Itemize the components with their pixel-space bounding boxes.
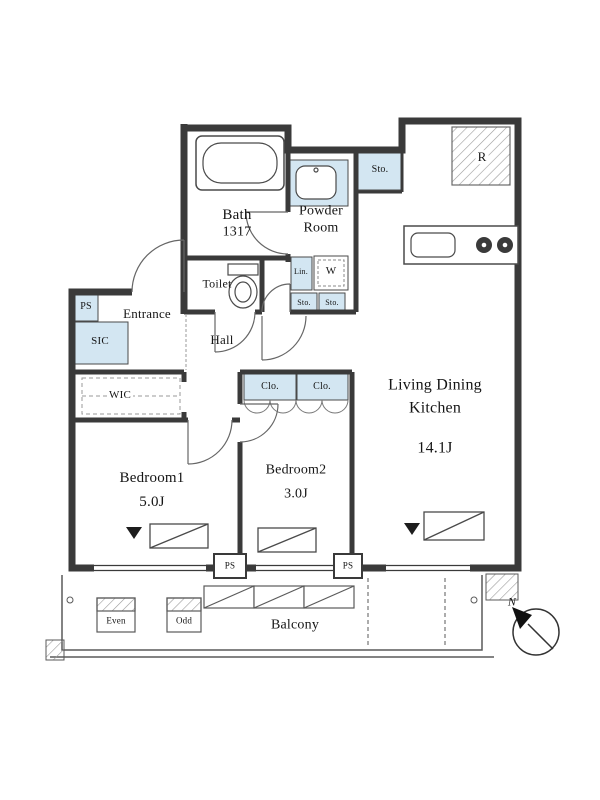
- entrance-label: Entrance: [123, 306, 171, 322]
- bedroom1-door-arc: [187, 419, 233, 465]
- balcony-sash-boxes: [203, 585, 355, 609]
- sic-label: SIC: [91, 335, 109, 348]
- walls: [68, 117, 522, 572]
- powder-room-label-line2: Room: [303, 220, 339, 236]
- hall-label: Hall: [210, 332, 234, 348]
- ps-bottom1-label: PS: [224, 560, 236, 571]
- linen-label: Lin.: [294, 266, 308, 276]
- bedroom2-size-label: 3.0J: [284, 486, 308, 502]
- ldk-door-arc: [261, 315, 307, 361]
- odd-label: Odd: [175, 615, 193, 626]
- ldk-label-line1: Living Dining: [388, 376, 482, 394]
- pipe-shafts: [213, 553, 363, 579]
- bedroom1-marker-triangle: [126, 527, 142, 539]
- bedroom2-label: Bedroom2: [265, 462, 327, 478]
- bath-door-arc: [245, 211, 289, 255]
- marker-triangles: [126, 523, 420, 539]
- window-boxes: [149, 511, 485, 553]
- washer-box: [313, 255, 349, 291]
- lin-shade: [290, 256, 313, 291]
- bedroom1-window-box: [149, 523, 209, 549]
- kitchen-counter: [403, 225, 519, 265]
- partition-odd: [166, 597, 202, 633]
- bath-label: Bath: [222, 207, 252, 224]
- storage-small2-label: Sto.: [325, 297, 339, 307]
- storage-small1-label: Sto.: [297, 297, 311, 307]
- bath-size-label: 1317: [222, 224, 252, 240]
- sic-shade: [73, 321, 129, 365]
- powder-door-arc: [261, 283, 291, 313]
- toilet-icon: [227, 263, 259, 309]
- balcony-area: [45, 573, 519, 661]
- north-arrow-icon: [512, 607, 560, 656]
- kitchen-sink-icon: [410, 232, 456, 258]
- toilet-label: Toilet: [202, 276, 232, 291]
- even-label: Even: [106, 615, 126, 626]
- entrance-door-arc: [131, 239, 185, 293]
- interior-walls: [72, 148, 359, 568]
- ps-bottom2-label: PS: [342, 560, 354, 571]
- balcony-left-pier: [45, 639, 65, 661]
- washer-label: W: [325, 265, 337, 278]
- powder-room-label-line1: Powder: [299, 203, 343, 219]
- balcony-right-pier: [485, 573, 519, 601]
- ps-left-label: PS: [80, 300, 92, 312]
- ldk-window-box: [423, 511, 485, 541]
- ldk-size-label: 14.1J: [417, 439, 453, 457]
- stove-icon: [476, 237, 513, 253]
- storage-top-label: Sto.: [371, 163, 389, 175]
- balcony-drain-right: [470, 596, 478, 604]
- powder-sink-icon: [295, 165, 337, 200]
- closet2-label: Clo.: [313, 380, 331, 392]
- windows: [94, 562, 470, 573]
- fridge-label: R: [475, 149, 489, 165]
- ldk-marker-triangle: [404, 523, 420, 535]
- light-partitions: [356, 150, 404, 194]
- partition-even: [96, 597, 136, 633]
- wic-label: WIC: [107, 389, 133, 402]
- ldk-label-line2: Kitchen: [408, 399, 462, 417]
- bedroom1-label: Bedroom1: [119, 470, 185, 487]
- balcony-drain-left: [66, 596, 74, 604]
- bedroom2-door-arc: [239, 403, 279, 443]
- north-label: N: [507, 594, 517, 609]
- door-arcs: [131, 211, 307, 465]
- bedroom1-size-label: 5.0J: [139, 494, 165, 511]
- balcony-outline: [61, 575, 483, 651]
- bedroom2-window-box: [257, 527, 317, 553]
- closet1-label: Clo.: [261, 380, 279, 392]
- balcony-label: Balcony: [270, 617, 320, 633]
- toilet-door-arc: [214, 311, 256, 353]
- exterior-wall: [68, 117, 522, 572]
- closet-door-scallops: [243, 373, 349, 414]
- bathtub-icon: [195, 135, 285, 191]
